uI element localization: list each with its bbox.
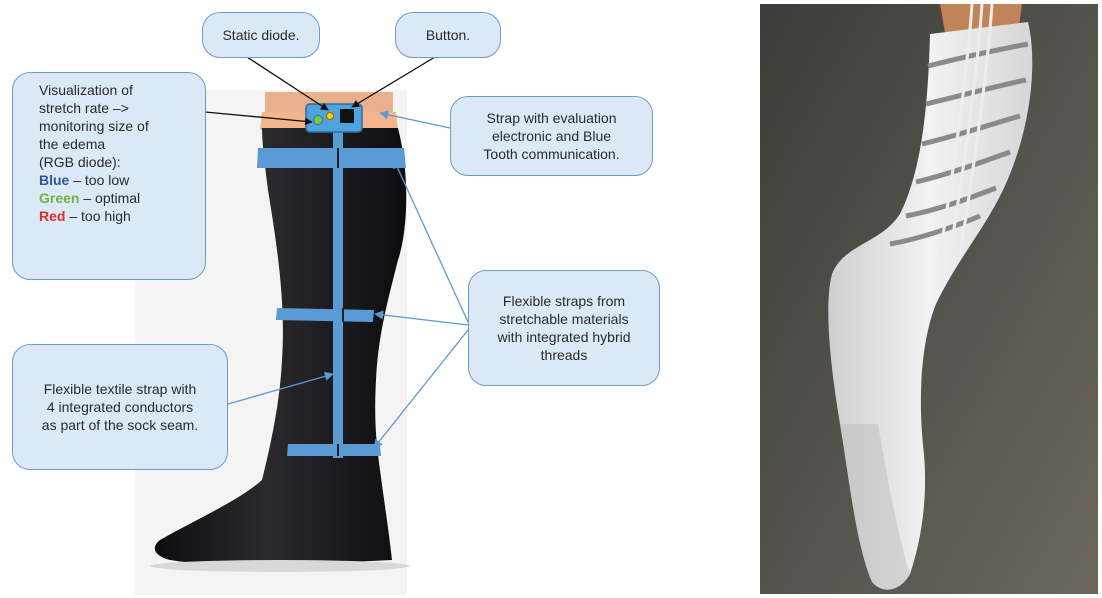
callout-button-text: Button.: [426, 26, 470, 44]
legend-blue: Blue – too low: [39, 171, 191, 189]
sock-floor-shadow: [150, 560, 410, 572]
callout-button: Button.: [395, 12, 501, 58]
textile-strap-line-3: as part of the sock seam.: [42, 416, 198, 434]
flex-straps-line-2: stretchable materials: [499, 310, 628, 328]
static-diode: [327, 113, 334, 120]
callout-static-diode: Static diode.: [202, 12, 320, 58]
legend-green: Green – optimal: [39, 189, 191, 207]
legend-green-desc: – optimal: [79, 190, 140, 206]
strap-electronics-line-1: Strap with evaluation: [487, 109, 617, 127]
button-square: [340, 109, 354, 123]
flex-straps-line-4: threads: [541, 346, 588, 364]
strap-lower: [287, 444, 381, 456]
legend-red-label: Red: [39, 208, 65, 224]
strap-middle: [276, 308, 374, 322]
callout-strap-electronics: Strap with evaluation electronic and Blu…: [450, 96, 653, 176]
vis-line-2: stretch rate –>: [39, 99, 191, 117]
strap-electronics-line-2: electronic and Blue: [492, 127, 611, 145]
callout-flexible-straps: Flexible straps from stretchable materia…: [468, 270, 660, 386]
seam-strap: [333, 128, 343, 458]
flex-straps-line-3: with integrated hybrid: [497, 328, 630, 346]
strap-upper: [257, 148, 406, 168]
vis-line-4: the edema: [39, 135, 191, 153]
textile-strap-line-1: Flexible textile strap with: [44, 380, 197, 398]
textile-strap-line-2: 4 integrated conductors: [47, 398, 193, 416]
vis-line-5: (RGB diode):: [39, 153, 191, 171]
callout-static-diode-text: Static diode.: [222, 26, 299, 44]
legend-red: Red – too high: [39, 207, 191, 225]
legend-blue-label: Blue: [39, 172, 69, 188]
legend-red-desc: – too high: [65, 208, 130, 224]
callout-textile-strap: Flexible textile strap with 4 integrated…: [12, 344, 228, 470]
legend-blue-desc: – too low: [69, 172, 129, 188]
prototype-photo: [760, 4, 1098, 594]
strap-electronics-line-3: Tooth communication.: [483, 145, 619, 163]
vis-line-3: monitoring size of: [39, 117, 191, 135]
flex-straps-line-1: Flexible straps from: [503, 292, 625, 310]
vis-line-1: Visualization of: [39, 81, 191, 99]
rgb-diode-green: [314, 116, 323, 125]
callout-visualization: Visualization of stretch rate –> monitor…: [12, 72, 206, 280]
legend-green-label: Green: [39, 190, 79, 206]
